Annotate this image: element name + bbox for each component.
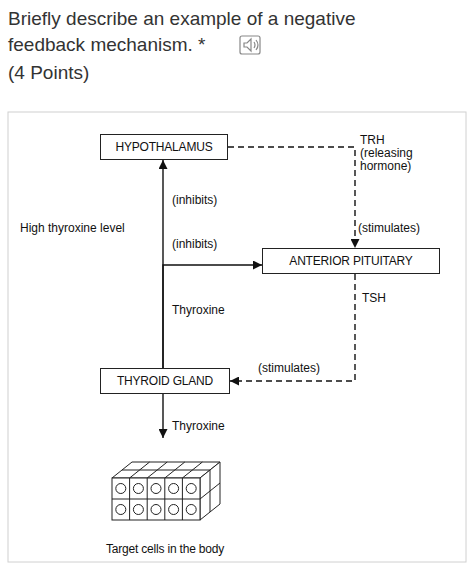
- node-label: Target cells in the body: [106, 542, 224, 556]
- process-box: ANTERIOR PITUITARY: [262, 248, 440, 274]
- edge-label: TRH (releasing hormone): [360, 134, 420, 173]
- action-label: (stimulates): [258, 362, 320, 375]
- target-cells: Target cells in the body: [90, 438, 240, 556]
- process-box: HYPOTHALAMUS: [100, 134, 228, 160]
- connector-arrow: [162, 394, 163, 438]
- edge-label: Thyroxine: [172, 420, 252, 433]
- connector-arrow: [228, 147, 355, 248]
- action-label: (stimulates): [358, 222, 420, 235]
- speaker-icon: [240, 36, 260, 54]
- question-title: Briefly describe an example of a negativ…: [8, 6, 408, 58]
- node-label: THYROID GLAND: [117, 374, 213, 388]
- edge-label: (inhibits): [172, 238, 252, 251]
- connector-arrow: [230, 274, 355, 381]
- points-label: (4 Points): [8, 60, 89, 86]
- hormone-label: Thyroxine: [172, 304, 225, 317]
- target-cells-illustration: [112, 462, 220, 520]
- edge-label: TSH: [362, 292, 422, 305]
- condition-label: High thyroxine level: [20, 222, 125, 235]
- image-frame: [8, 112, 466, 562]
- edge-label: (inhibits): [172, 194, 252, 207]
- connector-arrow: [163, 265, 262, 368]
- node-label: HYPOTHALAMUS: [116, 140, 213, 154]
- process-box: THYROID GLAND: [100, 368, 230, 394]
- node-label: ANTERIOR PITUITARY: [289, 254, 412, 268]
